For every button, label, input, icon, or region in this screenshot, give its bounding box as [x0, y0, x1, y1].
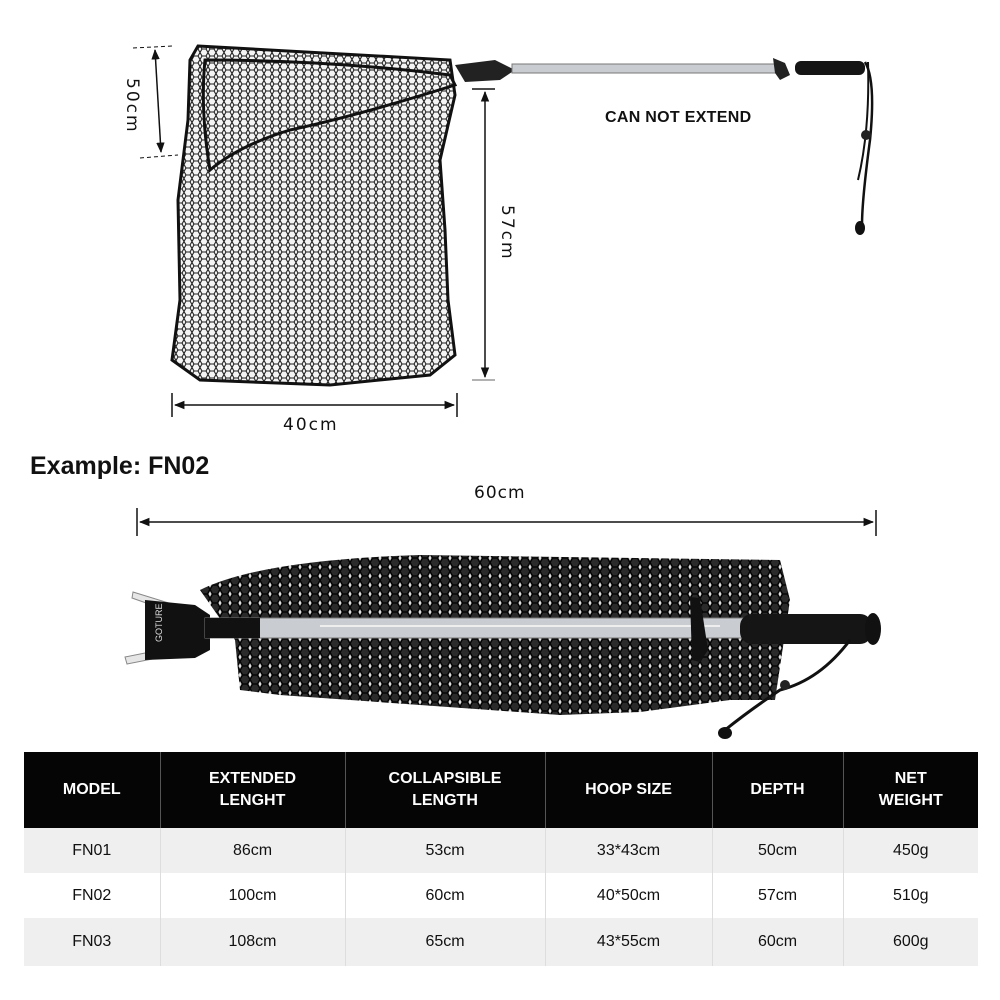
cell-collapsible-length: 53cm [345, 828, 546, 873]
cell-extended-length: 86cm [160, 828, 346, 873]
brand-logo: GOTURE [154, 603, 164, 642]
cell-net-weight: 600g [843, 918, 978, 966]
landing-net-illustration [132, 44, 874, 417]
cell-collapsible-length: 65cm [345, 918, 546, 966]
table-row: FN03 108cm 65cm 43*55cm 60cm 600g [24, 918, 978, 966]
cell-depth: 57cm [712, 873, 844, 918]
col-header-hoop-size: HOOP SIZE [545, 752, 713, 828]
table-row: FN01 86cm 53cm 33*43cm 50cm 450g [24, 828, 978, 873]
collapsed-net-illustration: GOTURE [124, 508, 881, 739]
cell-hoop-size: 43*55cm [545, 918, 713, 966]
handle-note: CAN NOT EXTEND [605, 109, 752, 126]
depth-dimension-label: 57cm [497, 205, 517, 261]
cell-model: FN01 [24, 828, 161, 873]
col-header-depth: DEPTH [712, 752, 844, 828]
cell-depth: 60cm [712, 918, 844, 966]
cell-net-weight: 510g [843, 873, 978, 918]
cell-model: FN02 [24, 873, 161, 918]
collapsed-length-label: 60cm [474, 483, 526, 503]
hoop-dimension-label: 50cm [122, 78, 142, 134]
cell-hoop-size: 33*43cm [545, 828, 713, 873]
table-row: FN02 100cm 60cm 40*50cm 57cm 510g [24, 873, 978, 918]
cell-collapsible-length: 60cm [345, 873, 546, 918]
cell-extended-length: 100cm [160, 873, 346, 918]
cell-net-weight: 450g [843, 828, 978, 873]
cell-depth: 50cm [712, 828, 844, 873]
cell-extended-length: 108cm [160, 918, 346, 966]
width-dimension-label: 40cm [283, 415, 339, 435]
example-title: Example: FN02 [30, 452, 210, 480]
col-header-model: MODEL [24, 752, 161, 828]
cell-hoop-size: 40*50cm [545, 873, 713, 918]
cell-model: FN03 [24, 918, 161, 966]
